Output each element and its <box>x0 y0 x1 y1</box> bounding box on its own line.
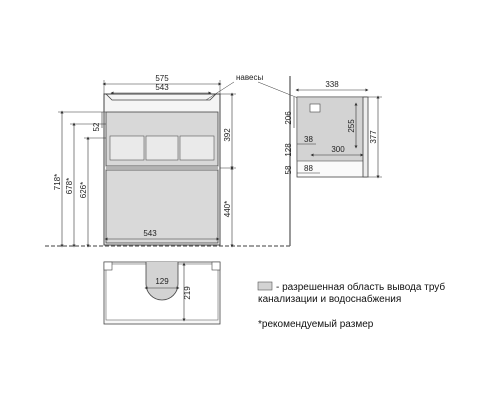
dim-377: 377 <box>369 130 378 144</box>
legend-line-2: канализации и водоснабжения <box>258 293 401 305</box>
side-view: 338 206 128 58 255 377 38 300 88 <box>250 76 382 247</box>
dim-300: 300 <box>331 145 345 154</box>
dim-392: 392 <box>223 128 232 142</box>
front-view: 575 543 543 392 440* 52 718* 678* 626* н… <box>45 73 319 248</box>
footnote: *рекомендуемый размер <box>258 319 374 330</box>
dim-255: 255 <box>347 119 356 133</box>
lower-drawer <box>105 169 219 244</box>
hinges-label: навесы <box>236 73 263 82</box>
dim-440: 440* <box>223 201 232 217</box>
dim-88: 88 <box>304 164 313 173</box>
dim-129: 129 <box>155 277 169 286</box>
dim-219: 219 <box>183 286 192 300</box>
legend-swatch <box>257 281 273 291</box>
dim-38: 38 <box>304 135 313 144</box>
dim-52: 52 <box>92 122 101 131</box>
dim-575: 575 <box>155 74 169 83</box>
legend-line-1: - разрешенная область вывода труб <box>276 281 445 293</box>
dim-678: 678* <box>65 178 74 194</box>
dim-543-bottom: 543 <box>143 229 157 238</box>
dim-128: 128 <box>284 143 293 157</box>
hinge-icon <box>309 103 321 113</box>
plan-view: 129 219 <box>103 261 221 325</box>
dim-206: 206 <box>284 111 293 125</box>
dim-543-top: 543 <box>155 83 169 92</box>
dim-338: 338 <box>325 80 339 89</box>
dim-718: 718* <box>53 174 62 190</box>
legend: - разрешенная область вывода труб канали… <box>257 281 445 330</box>
dim-626: 626* <box>79 182 88 198</box>
dim-58: 58 <box>284 165 293 174</box>
